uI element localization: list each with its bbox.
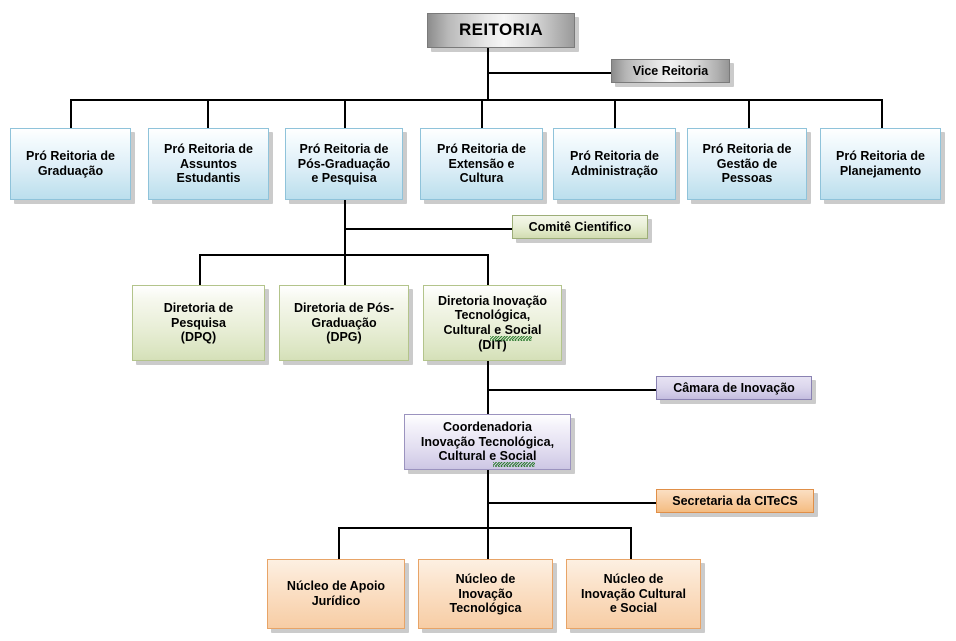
connector-drop-pro-5	[614, 99, 616, 128]
connector-drop-diretoria-1	[199, 254, 201, 289]
connector-drop-pro-3	[344, 99, 346, 128]
node-comite-cientifico[interactable]: Comitê Cientifico	[512, 215, 648, 239]
node-reitoria[interactable]: REITORIA	[427, 13, 575, 48]
connector-drop-pro-1	[70, 99, 72, 128]
connector-drop-diretoria-3	[487, 254, 489, 289]
connector-drop-pro-6	[748, 99, 750, 128]
connector-to-comite-cientifico	[344, 228, 512, 230]
spellcheck-squiggle-coordenadoria	[493, 462, 535, 467]
node-pro-reitoria-graduacao[interactable]: Pró Reitoria de Graduação	[10, 128, 131, 200]
node-pro-reitoria-pos-graduacao-pesquisa[interactable]: Pró Reitoria de Pós-Graduação e Pesquisa	[285, 128, 403, 200]
node-pro-reitoria-assuntos-estudantis[interactable]: Pró Reitoria de Assuntos Estudantis	[148, 128, 269, 200]
connector-drop-pro-7	[881, 99, 883, 128]
node-secretaria-citecs[interactable]: Secretaria da CITeCS	[656, 489, 814, 513]
connector-drop-nucleo-1	[338, 527, 340, 559]
connector-posgrad-down	[344, 200, 346, 289]
connector-drop-pro-2	[207, 99, 209, 128]
connector-drop-diretoria-2	[344, 254, 346, 289]
node-coordenadoria-citecs[interactable]: Coordenadoria Inovação Tecnológica, Cult…	[404, 414, 571, 470]
connector-nucleo-bus	[338, 527, 630, 529]
spellcheck-squiggle-dit	[490, 336, 532, 341]
node-diretoria-pos-graduacao[interactable]: Diretoria de Pós- Graduação (DPG)	[279, 285, 409, 361]
node-pro-reitoria-extensao-cultura[interactable]: Pró Reitoria de Extensão e Cultura	[420, 128, 543, 200]
node-pro-reitoria-gestao-pessoas[interactable]: Pró Reitoria de Gestão de Pessoas	[687, 128, 807, 200]
connector-drop-nucleo-2	[487, 527, 489, 559]
connector-dit-down	[487, 361, 489, 415]
connector-to-camara-inovacao	[487, 389, 662, 391]
node-nucleo-inovacao-cultural-social[interactable]: Núcleo de Inovação Cultural e Social	[566, 559, 701, 629]
node-camara-inovacao[interactable]: Câmara de Inovação	[656, 376, 812, 400]
connector-reitoria-down	[487, 48, 489, 100]
node-pro-reitoria-planejamento[interactable]: Pró Reitoria de Planejamento	[820, 128, 941, 200]
connector-pro-reitoria-bus	[70, 99, 883, 101]
node-vice-reitoria[interactable]: Vice Reitoria	[611, 59, 730, 83]
connector-reitoria-to-vice	[487, 72, 612, 74]
node-nucleo-inovacao-tecnologica[interactable]: Núcleo de Inovação Tecnológica	[418, 559, 553, 629]
node-nucleo-apoio-juridico[interactable]: Núcleo de Apoio Jurídico	[267, 559, 405, 629]
node-diretoria-pesquisa[interactable]: Diretoria de Pesquisa (DPQ)	[132, 285, 265, 361]
connector-drop-nucleo-3	[630, 527, 632, 559]
node-diretoria-inovacao-tecnologica[interactable]: Diretoria Inovação Tecnológica, Cultural…	[423, 285, 562, 361]
connector-coordenadoria-down	[487, 470, 489, 528]
node-pro-reitoria-administracao[interactable]: Pró Reitoria de Administração	[553, 128, 676, 200]
connector-drop-pro-4	[481, 99, 483, 128]
connector-to-secretaria-citecs	[487, 502, 662, 504]
